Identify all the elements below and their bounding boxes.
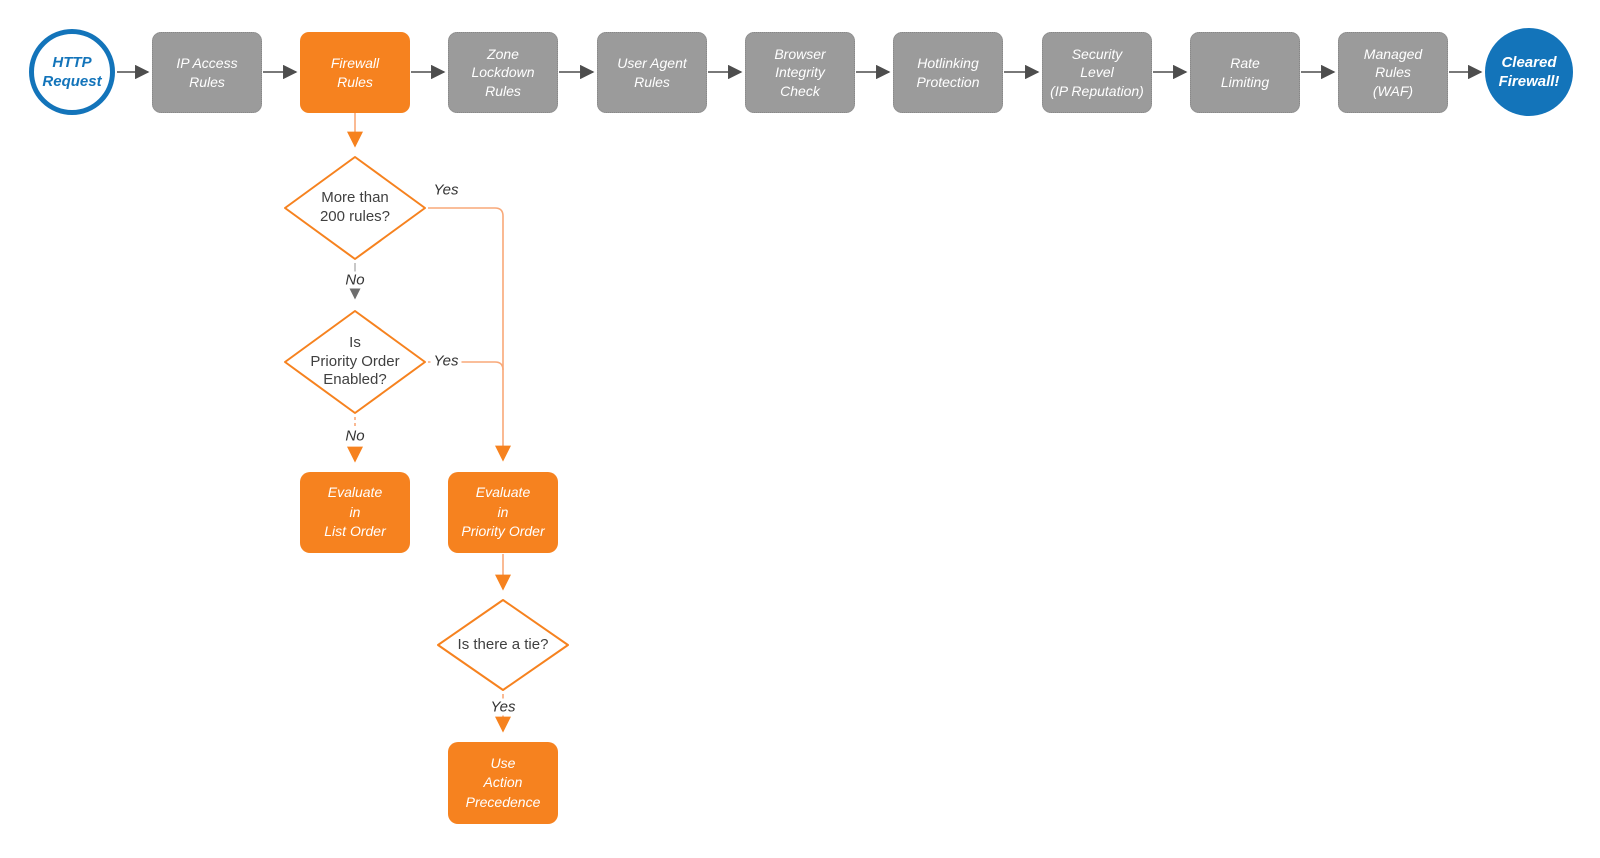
edge-decision2-yes-join [428,361,504,371]
edge-label-yes-2: Yes [430,352,462,370]
stage-browser-integrity-check: Browser Integrity Check [745,32,855,113]
end-node-cleared-firewall: Cleared Firewall! [1485,28,1573,116]
edge-label-yes-1: Yes [430,181,462,199]
decision-label: Is Priority Order Enabled? [310,333,400,389]
edge-label-yes-3: Yes [487,698,519,716]
stage-user-agent-rules: User Agent Rules [597,32,707,113]
decision-label: More than 200 rules? [319,189,391,225]
stage-security-level: Security Level (IP Reputation) [1042,32,1152,113]
stage-zone-lockdown-rules: Zone Lockdown Rules [448,32,558,113]
stage-hotlinking-protection: Hotlinking Protection [893,32,1003,113]
edge-label-no-1: No [342,271,368,289]
decision-more-than-200-rules: More than 200 rules? [282,154,428,262]
edge-label-no-2: No [342,427,368,445]
stage-rate-limiting: Rate Limiting [1190,32,1300,113]
decision-label: Is there a tie? [457,635,549,653]
action-evaluate-in-priority-order: Evaluate in Priority Order [448,472,558,553]
action-use-action-precedence: Use Action Precedence [448,742,558,824]
decision-priority-order-enabled: Is Priority Order Enabled? [282,308,428,416]
decision-is-there-a-tie: Is there a tie? [435,597,571,693]
start-node-http-request: HTTP Request [29,29,115,115]
action-evaluate-in-list-order: Evaluate in List Order [300,472,410,553]
stage-ip-access-rules: IP Access Rules [152,32,262,113]
stage-managed-rules-waf: Managed Rules (WAF) [1338,32,1448,113]
stage-firewall-rules: Firewall Rules [300,32,410,113]
edge-decision1-yes-to-priority-box [428,207,511,462]
